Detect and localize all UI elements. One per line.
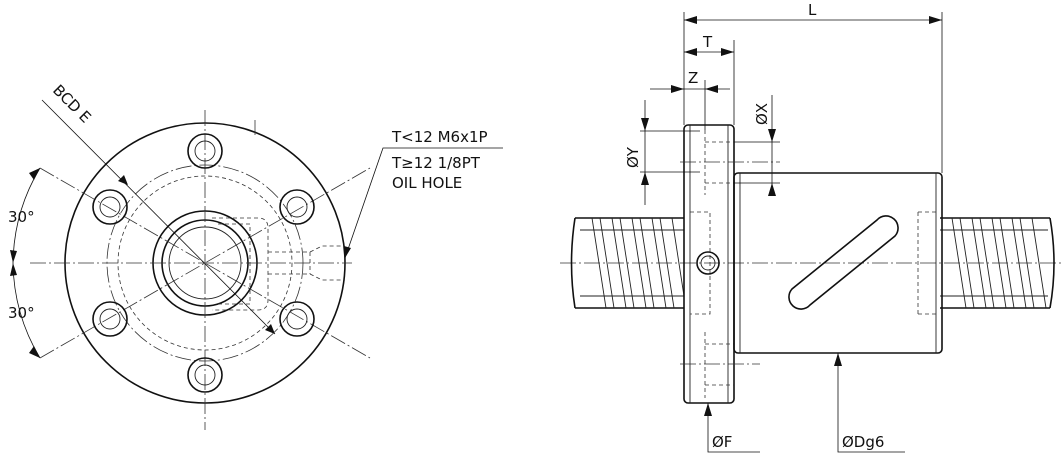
side-view: L T Z ØY — [560, 1, 1061, 453]
oil-hole — [696, 251, 720, 275]
x-hole-dimension: ØX — [734, 95, 780, 196]
bolt-hole-bottom-left — [92, 301, 128, 337]
bcd-label: BCD E — [49, 81, 94, 126]
flange-dia-label: ØF — [712, 433, 732, 451]
flange-side — [680, 124, 780, 404]
x-hole-label: ØX — [753, 103, 771, 125]
oil-hole-callout: T<12 M6x1P T≥12 1/8PT OIL HOLE — [344, 128, 503, 259]
thickness-dimension: T — [684, 33, 735, 125]
return-tube-hidden — [212, 217, 269, 311]
return-tube-hidden-inner — [218, 223, 251, 305]
bolt-hole-top — [187, 133, 223, 169]
angle-bottom-label: 30° — [8, 304, 35, 322]
screw-shaft-left — [570, 217, 685, 309]
z-label: Z — [688, 69, 698, 87]
oil-spec-line1: T<12 M6x1P — [391, 128, 488, 146]
y-hole-dimension: ØY — [624, 100, 700, 205]
bolt-holes — [92, 133, 315, 393]
bolt-hole-top-right — [279, 189, 315, 225]
z-dimension: Z — [650, 69, 730, 130]
oil-spec-line3: OIL HOLE — [392, 174, 462, 192]
flange-dia-callout: ØF — [704, 403, 760, 453]
return-slot — [788, 215, 899, 310]
bolt-hole-bottom-right — [279, 301, 315, 337]
angle-dimensions: 30° 30° — [8, 167, 41, 359]
nut-dia-label: ØDg6 — [842, 433, 884, 451]
angle-top-label: 30° — [8, 208, 35, 226]
y-hole-label: ØY — [624, 146, 642, 168]
bolt-hole-bottom — [187, 357, 223, 393]
end-view: BCD E 30° 30° T<12 M6x1P T≥12 1/8PT OIL … — [8, 81, 503, 430]
bolt-hole-top-left — [92, 189, 128, 225]
nut-dia-callout: ØDg6 — [834, 353, 905, 453]
thickness-label: T — [702, 33, 713, 51]
screw-shaft-right — [940, 217, 1055, 309]
length-label: L — [808, 1, 817, 19]
oil-spec-line2: T≥12 1/8PT — [391, 154, 481, 172]
oil-hole-hidden — [268, 245, 345, 281]
length-dimension: L — [683, 1, 943, 173]
